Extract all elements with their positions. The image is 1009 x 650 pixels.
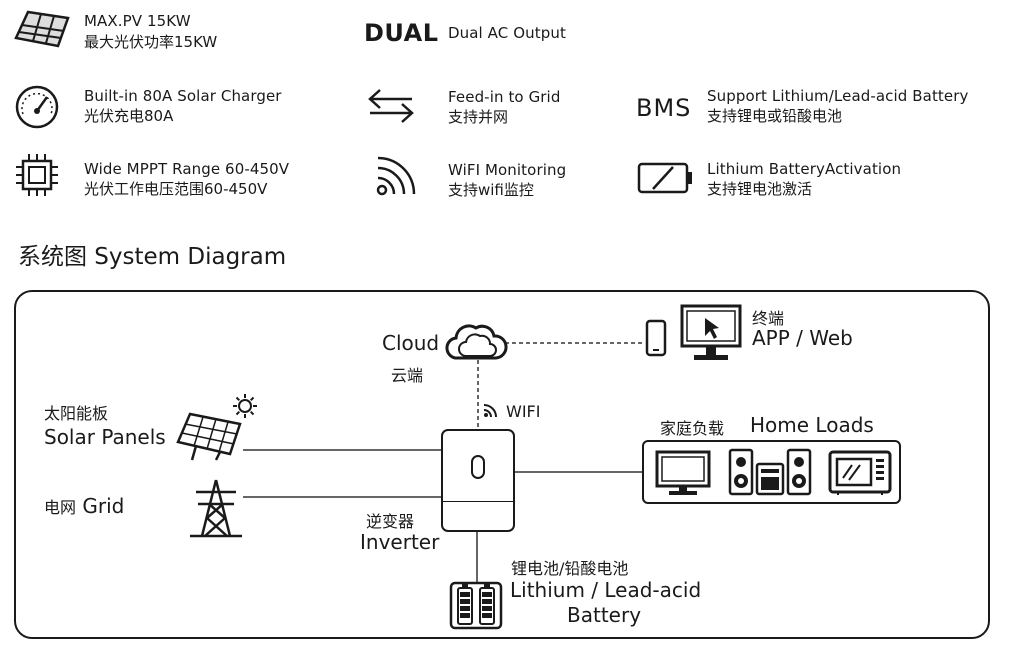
battery-label-cn: 锂电池/铅酸电池 [511, 559, 629, 578]
grid-feed-cn: 支持并网 [448, 108, 509, 126]
mppt-en: Wide MPPT Range 60-450V [84, 160, 290, 178]
bidirectional-arrows-icon [368, 89, 414, 123]
solar-label-cn: 太阳能板 [44, 404, 109, 423]
bms-badge: BMS [636, 94, 692, 122]
grid-label: 电网 Grid [44, 494, 124, 518]
battery-pack-icon [449, 581, 503, 630]
solar-array-icon [176, 412, 242, 461]
charger-cn: 光伏充电80A [84, 107, 174, 125]
dual-badge: DUAL [364, 19, 439, 47]
microwave-icon [828, 450, 892, 495]
activation-en: Lithium BatteryActivation [707, 160, 902, 178]
gauge-icon [15, 85, 59, 129]
dual-text: Dual AC Output [448, 24, 566, 42]
battery-icon [637, 162, 692, 194]
solar-label-en: Solar Panels [44, 425, 166, 449]
wifi-en: WiFI Monitoring [448, 161, 567, 179]
grid-label-en: Grid [82, 494, 125, 518]
inverter-display [471, 455, 485, 479]
tv-icon [655, 450, 711, 495]
home-loads-label-en: Home Loads [750, 413, 874, 437]
cloud-label-cn: 云端 [391, 366, 424, 385]
inverter-label-cn: 逆变器 [366, 512, 415, 531]
terminal-label-en: APP / Web [752, 326, 853, 350]
wifi-label: WIFI [506, 402, 541, 421]
pv-max-en: MAX.PV 15KW [84, 12, 191, 30]
bms-cn: 支持锂电或铅酸电池 [707, 107, 843, 125]
speakers-icon [728, 448, 812, 496]
inverter-label-en: Inverter [360, 530, 440, 554]
solar-panel-icon [14, 10, 70, 48]
home-loads-label-cn: 家庭负载 [660, 419, 725, 438]
charger-en: Built-in 80A Solar Charger [84, 87, 282, 105]
wifi-cn: 支持wifi监控 [448, 181, 534, 199]
sun-icon [233, 394, 257, 418]
mppt-cn: 光伏工作电压范围60-450V [84, 180, 268, 198]
battery-label-en-1: Lithium / Lead-acid [510, 578, 702, 602]
inverter-device [441, 429, 515, 532]
battery-label-en-2: Battery [567, 603, 642, 627]
diagram-frame [14, 290, 990, 639]
wifi-icon [376, 156, 416, 196]
phone-icon [645, 319, 667, 357]
wifi-signal-icon [483, 404, 497, 418]
grid-label-cn: 电网 [44, 498, 77, 517]
transmission-tower-icon [190, 479, 242, 538]
activation-cn: 支持锂电池激活 [707, 180, 813, 198]
terminal-label-cn: 终端 [752, 309, 785, 328]
chip-icon [16, 154, 58, 196]
diagram-title: 系统图 System Diagram [18, 244, 287, 270]
pv-max-cn: 最大光伏功率15KW [84, 33, 218, 51]
grid-feed-en: Feed-in to Grid [448, 88, 561, 106]
monitor-icon [680, 304, 742, 360]
bms-en: Support Lithium/Lead-acid Battery [707, 87, 969, 105]
cloud-icon [445, 324, 508, 360]
cloud-label-en: Cloud [382, 331, 440, 355]
